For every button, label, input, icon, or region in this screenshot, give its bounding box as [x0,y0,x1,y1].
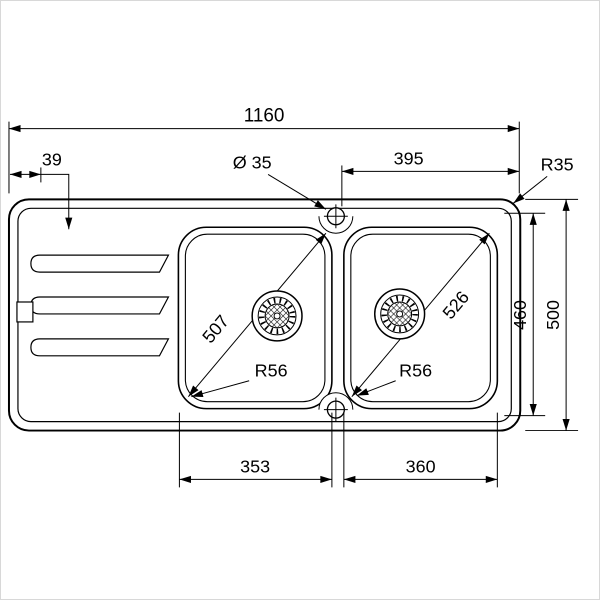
bottom-tap-hole [318,392,354,422]
left-rim-value: 39 [42,149,62,169]
right-bowl-width-value: 360 [406,456,436,476]
dim-right-span: 395 [341,148,520,207]
dim-overall-width: 1160 [8,106,520,194]
dim-left-bowl-width: 353 [178,412,333,488]
top-tap-hole [318,204,354,234]
left-bowl-radius-value: R56 [255,361,288,381]
dim-outer-corner-radius: R35 [512,154,574,204]
overall-width-value: 1160 [244,106,285,127]
drainboard-groove [30,338,170,357]
dim-inner-length: 460 [504,212,546,417]
tap-hole-diameter-value: Ø 35 [233,152,272,172]
right-bowl-radius-value: R56 [399,361,432,381]
outer-corner-radius-value: R35 [541,154,574,174]
dim-tap-hole-diameter: Ø 35 [233,152,327,210]
right-drain-icon [374,288,426,340]
left-bowl-width-value: 353 [240,456,270,476]
dim-right-bowl-width: 360 [343,412,498,488]
drainboard [16,254,170,357]
right-span-value: 395 [394,148,424,168]
drainboard-groove [30,254,170,273]
drainboard-groove [30,296,170,315]
dim-right-bowl-radius: R56 [356,361,432,397]
overall-length-value: 500 [543,300,563,330]
dim-left-bowl-radius: R56 [191,361,288,398]
inner-length-value: 460 [510,300,530,330]
left-drain-icon [251,290,303,342]
dim-left-rim: 39 [9,149,73,230]
dim-overall-length: 500 [525,198,579,432]
overflow-hole [16,301,34,323]
